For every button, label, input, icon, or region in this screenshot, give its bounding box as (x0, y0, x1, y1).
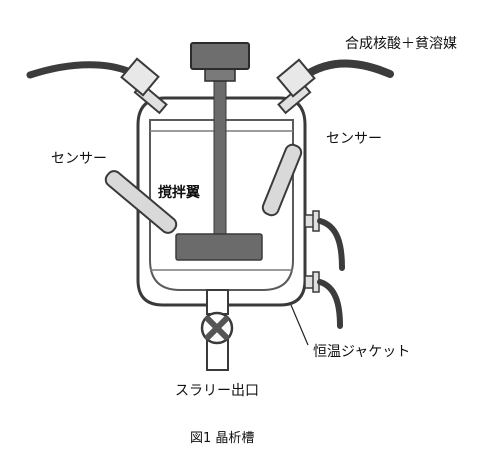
sensor-right-label: センサー (326, 131, 382, 147)
right-top-port (276, 58, 316, 115)
jacket-upper-fitting (304, 210, 320, 232)
jacket-lower-fitting (304, 271, 320, 293)
impeller-label: 撹拌翼 (158, 185, 200, 201)
impeller-shaft (213, 78, 227, 236)
motor-body (190, 42, 250, 70)
sensor-left-label: センサー (51, 151, 107, 167)
jacket-label: 恒温ジャケット (313, 344, 411, 360)
figure-caption: 図1 晶析槽 (190, 431, 255, 446)
outlet-pipe-lower (206, 339, 229, 371)
outlet-pipe-upper (206, 289, 229, 315)
jacket-upper-hose (317, 218, 345, 271)
outlet-label: スラリー出口 (175, 383, 259, 399)
impeller-blade (175, 233, 263, 261)
left-top-port (120, 57, 168, 115)
left-sensor (104, 170, 178, 234)
jacket-leader-line (290, 304, 309, 346)
outlet-valve-icon (200, 311, 234, 345)
right-sensor (261, 143, 303, 217)
feed-label: 合成核酸＋貧溶媒 (345, 36, 457, 52)
jacket-lower-hose (317, 279, 343, 329)
